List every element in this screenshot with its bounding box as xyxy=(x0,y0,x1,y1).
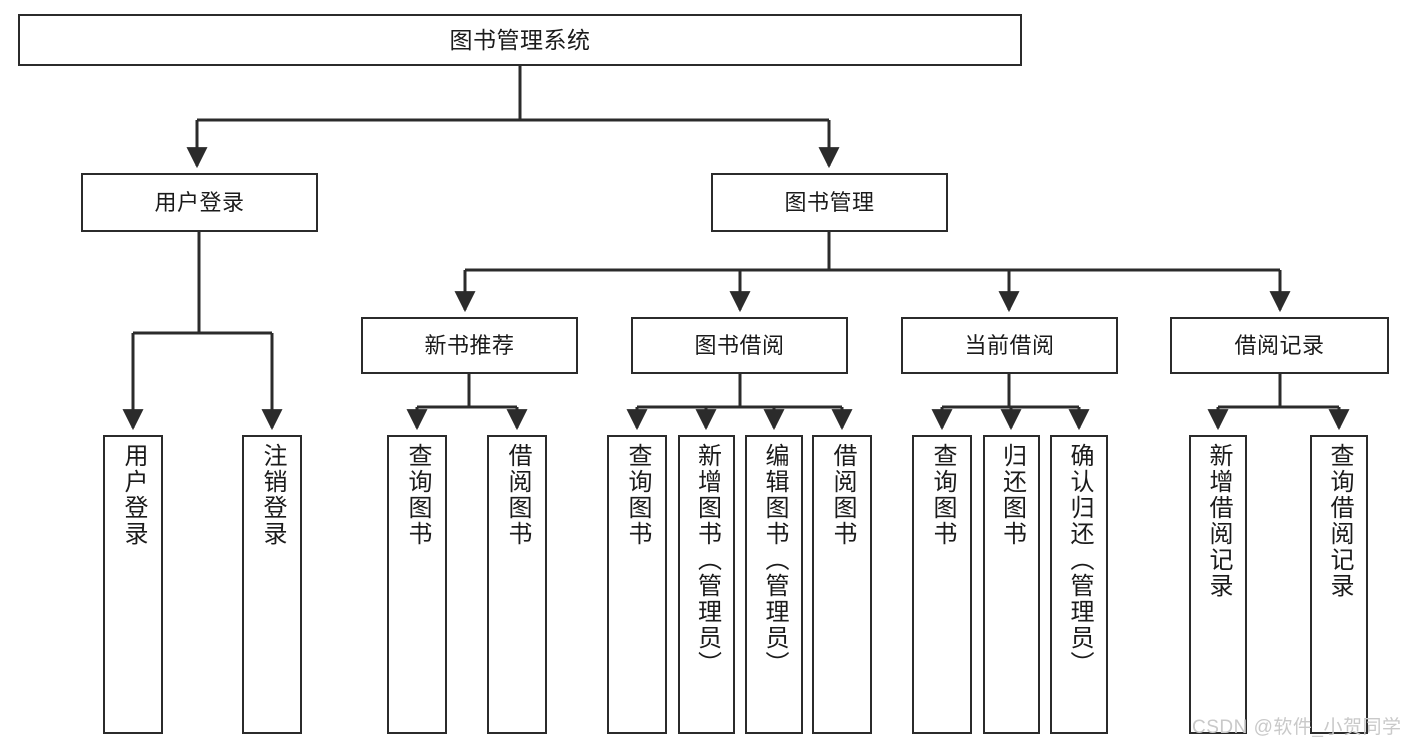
node-leaf-borrow-book-label: 借阅图书 xyxy=(828,443,856,547)
node-leaf-borrow-book[interactable]: 借阅图书 xyxy=(812,435,872,734)
node-leaf-add-book-admin-label: 新增图书（管理员） xyxy=(693,443,721,677)
node-leaf-return-book[interactable]: 归还图书 xyxy=(983,435,1040,734)
node-leaf-borrow-book-rec[interactable]: 借阅图书 xyxy=(487,435,547,734)
connector-group-root xyxy=(186,66,840,169)
connector-group-book-borrow xyxy=(626,374,853,431)
node-borrow-record[interactable]: 借阅记录 xyxy=(1170,317,1389,374)
node-borrow-record-label: 借阅记录 xyxy=(1234,332,1325,358)
node-leaf-borrow-book-rec-label: 借阅图书 xyxy=(503,443,531,547)
node-book-borrow-label: 图书借阅 xyxy=(694,332,785,358)
node-leaf-edit-book-admin[interactable]: 编辑图书（管理员） xyxy=(745,435,803,734)
connector-group-current-borrow xyxy=(931,374,1090,431)
node-root[interactable]: 图书管理系统 xyxy=(18,14,1022,66)
node-book-manage-label: 图书管理 xyxy=(784,189,875,215)
node-new-book-recommend-label: 新书推荐 xyxy=(424,332,515,358)
node-user-login[interactable]: 用户登录 xyxy=(81,173,318,232)
node-user-login-label: 用户登录 xyxy=(154,189,245,215)
node-leaf-query-borrow-record-label: 查询借阅记录 xyxy=(1325,443,1353,599)
node-leaf-user-login-label: 用户登录 xyxy=(119,443,147,547)
node-leaf-add-borrow-record-label: 新增借阅记录 xyxy=(1204,443,1232,599)
node-leaf-query-book-current-label: 查询图书 xyxy=(928,443,956,547)
node-leaf-add-book-admin[interactable]: 新增图书（管理员） xyxy=(678,435,735,734)
node-leaf-query-book-borrow-label: 查询图书 xyxy=(623,443,651,547)
connector-group-user-login xyxy=(122,232,283,431)
node-book-borrow[interactable]: 图书借阅 xyxy=(631,317,848,374)
node-leaf-return-book-label: 归还图书 xyxy=(998,443,1026,547)
node-new-book-recommend[interactable]: 新书推荐 xyxy=(361,317,578,374)
node-leaf-confirm-return-admin-label: 确认归还（管理员） xyxy=(1065,443,1093,677)
node-leaf-query-book-borrow[interactable]: 查询图书 xyxy=(607,435,667,734)
node-current-borrow[interactable]: 当前借阅 xyxy=(901,317,1118,374)
node-current-borrow-label: 当前借阅 xyxy=(964,332,1055,358)
connector-group-book-manage xyxy=(454,232,1291,313)
connector-group-new-book-recommend xyxy=(406,374,528,431)
node-leaf-query-book-rec-label: 查询图书 xyxy=(403,443,431,547)
connector-group-borrow-record xyxy=(1207,374,1350,431)
node-root-label: 图书管理系统 xyxy=(449,26,591,53)
node-leaf-query-book-rec[interactable]: 查询图书 xyxy=(387,435,447,734)
node-book-manage[interactable]: 图书管理 xyxy=(711,173,948,232)
node-leaf-user-logout-label: 注销登录 xyxy=(258,443,286,547)
node-leaf-confirm-return-admin[interactable]: 确认归还（管理员） xyxy=(1050,435,1108,734)
node-leaf-add-borrow-record[interactable]: 新增借阅记录 xyxy=(1189,435,1247,734)
node-leaf-query-borrow-record[interactable]: 查询借阅记录 xyxy=(1310,435,1368,734)
node-leaf-user-logout[interactable]: 注销登录 xyxy=(242,435,302,734)
node-leaf-user-login[interactable]: 用户登录 xyxy=(103,435,163,734)
node-leaf-query-book-current[interactable]: 查询图书 xyxy=(912,435,972,734)
node-leaf-edit-book-admin-label: 编辑图书（管理员） xyxy=(760,443,788,677)
